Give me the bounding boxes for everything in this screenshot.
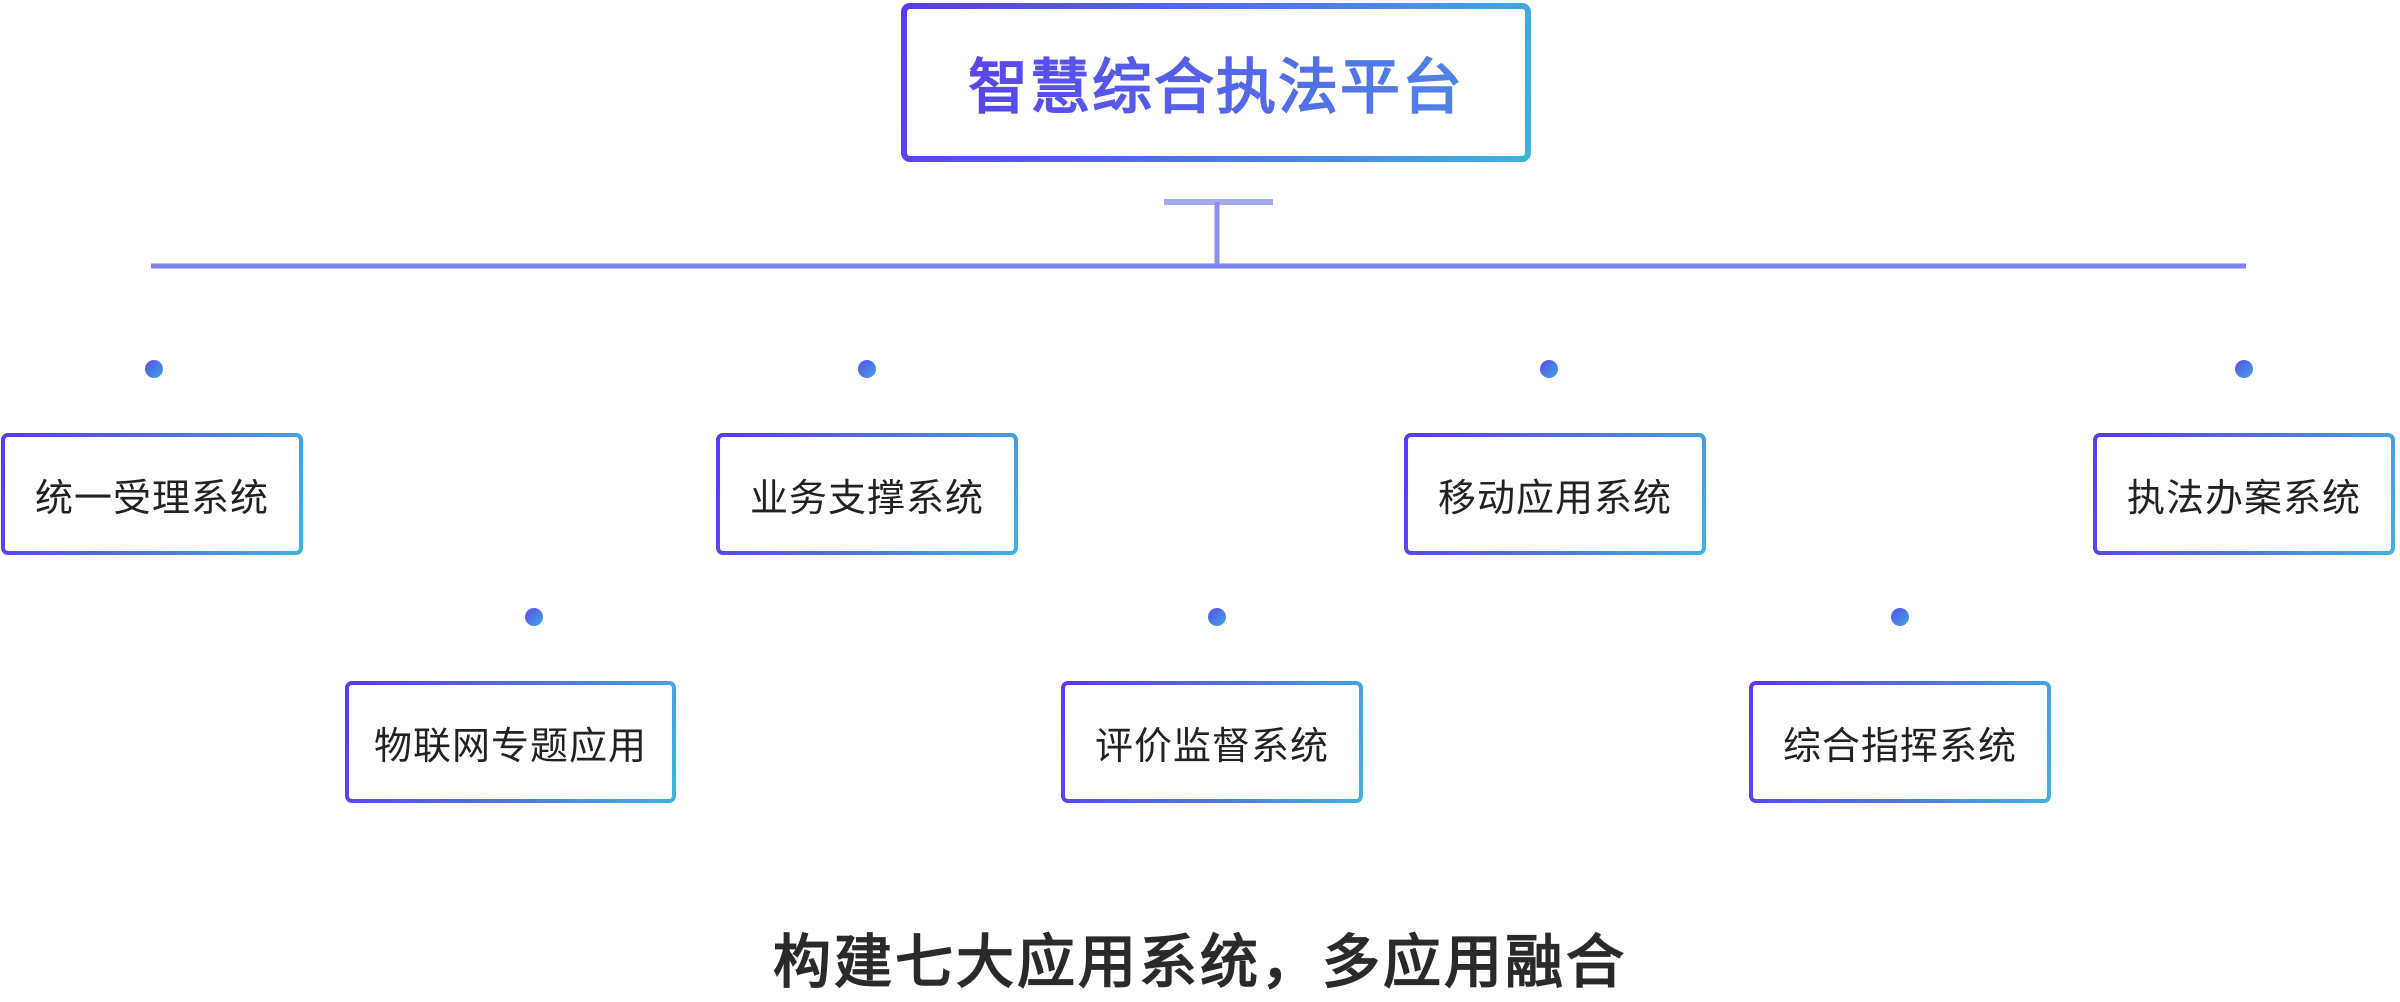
drop-dot-2: [525, 608, 543, 626]
drop-dot-1: [145, 360, 163, 378]
system-node-mobile-application: 移动应用系统: [1404, 433, 1706, 555]
root-node: 智慧综合执法平台: [901, 3, 1531, 162]
system-node-iot-application: 物联网专题应用: [345, 681, 676, 803]
drop-dot-7: [2235, 360, 2253, 378]
system-node-unified-acceptance: 统一受理系统: [1, 433, 303, 555]
system-node-business-support: 业务支撑系统: [716, 433, 1018, 555]
system-node-command: 综合指挥系统: [1749, 681, 2051, 803]
system-node-label: 评价监督系统: [1094, 723, 1329, 768]
drop-dot-3: [858, 360, 876, 378]
root-title: 智慧综合执法平台: [968, 39, 1464, 126]
system-node-label: 业务支撑系统: [749, 475, 984, 520]
system-node-label: 综合指挥系统: [1782, 723, 2017, 768]
system-node-label: 统一受理系统: [34, 475, 269, 520]
system-node-label: 移动应用系统: [1437, 475, 1672, 520]
system-node-label: 执法办案系统: [2126, 475, 2361, 520]
drop-dot-5: [1540, 360, 1558, 378]
drop-dot-4: [1208, 608, 1226, 626]
drop-dot-6: [1891, 608, 1909, 626]
diagram-caption: 构建七大应用系统，多应用融合: [772, 928, 1627, 996]
system-node-case-handling: 执法办案系统: [2093, 433, 2395, 555]
system-node-evaluation-supervision: 评价监督系统: [1061, 681, 1363, 803]
system-node-label: 物联网专题应用: [373, 723, 647, 768]
